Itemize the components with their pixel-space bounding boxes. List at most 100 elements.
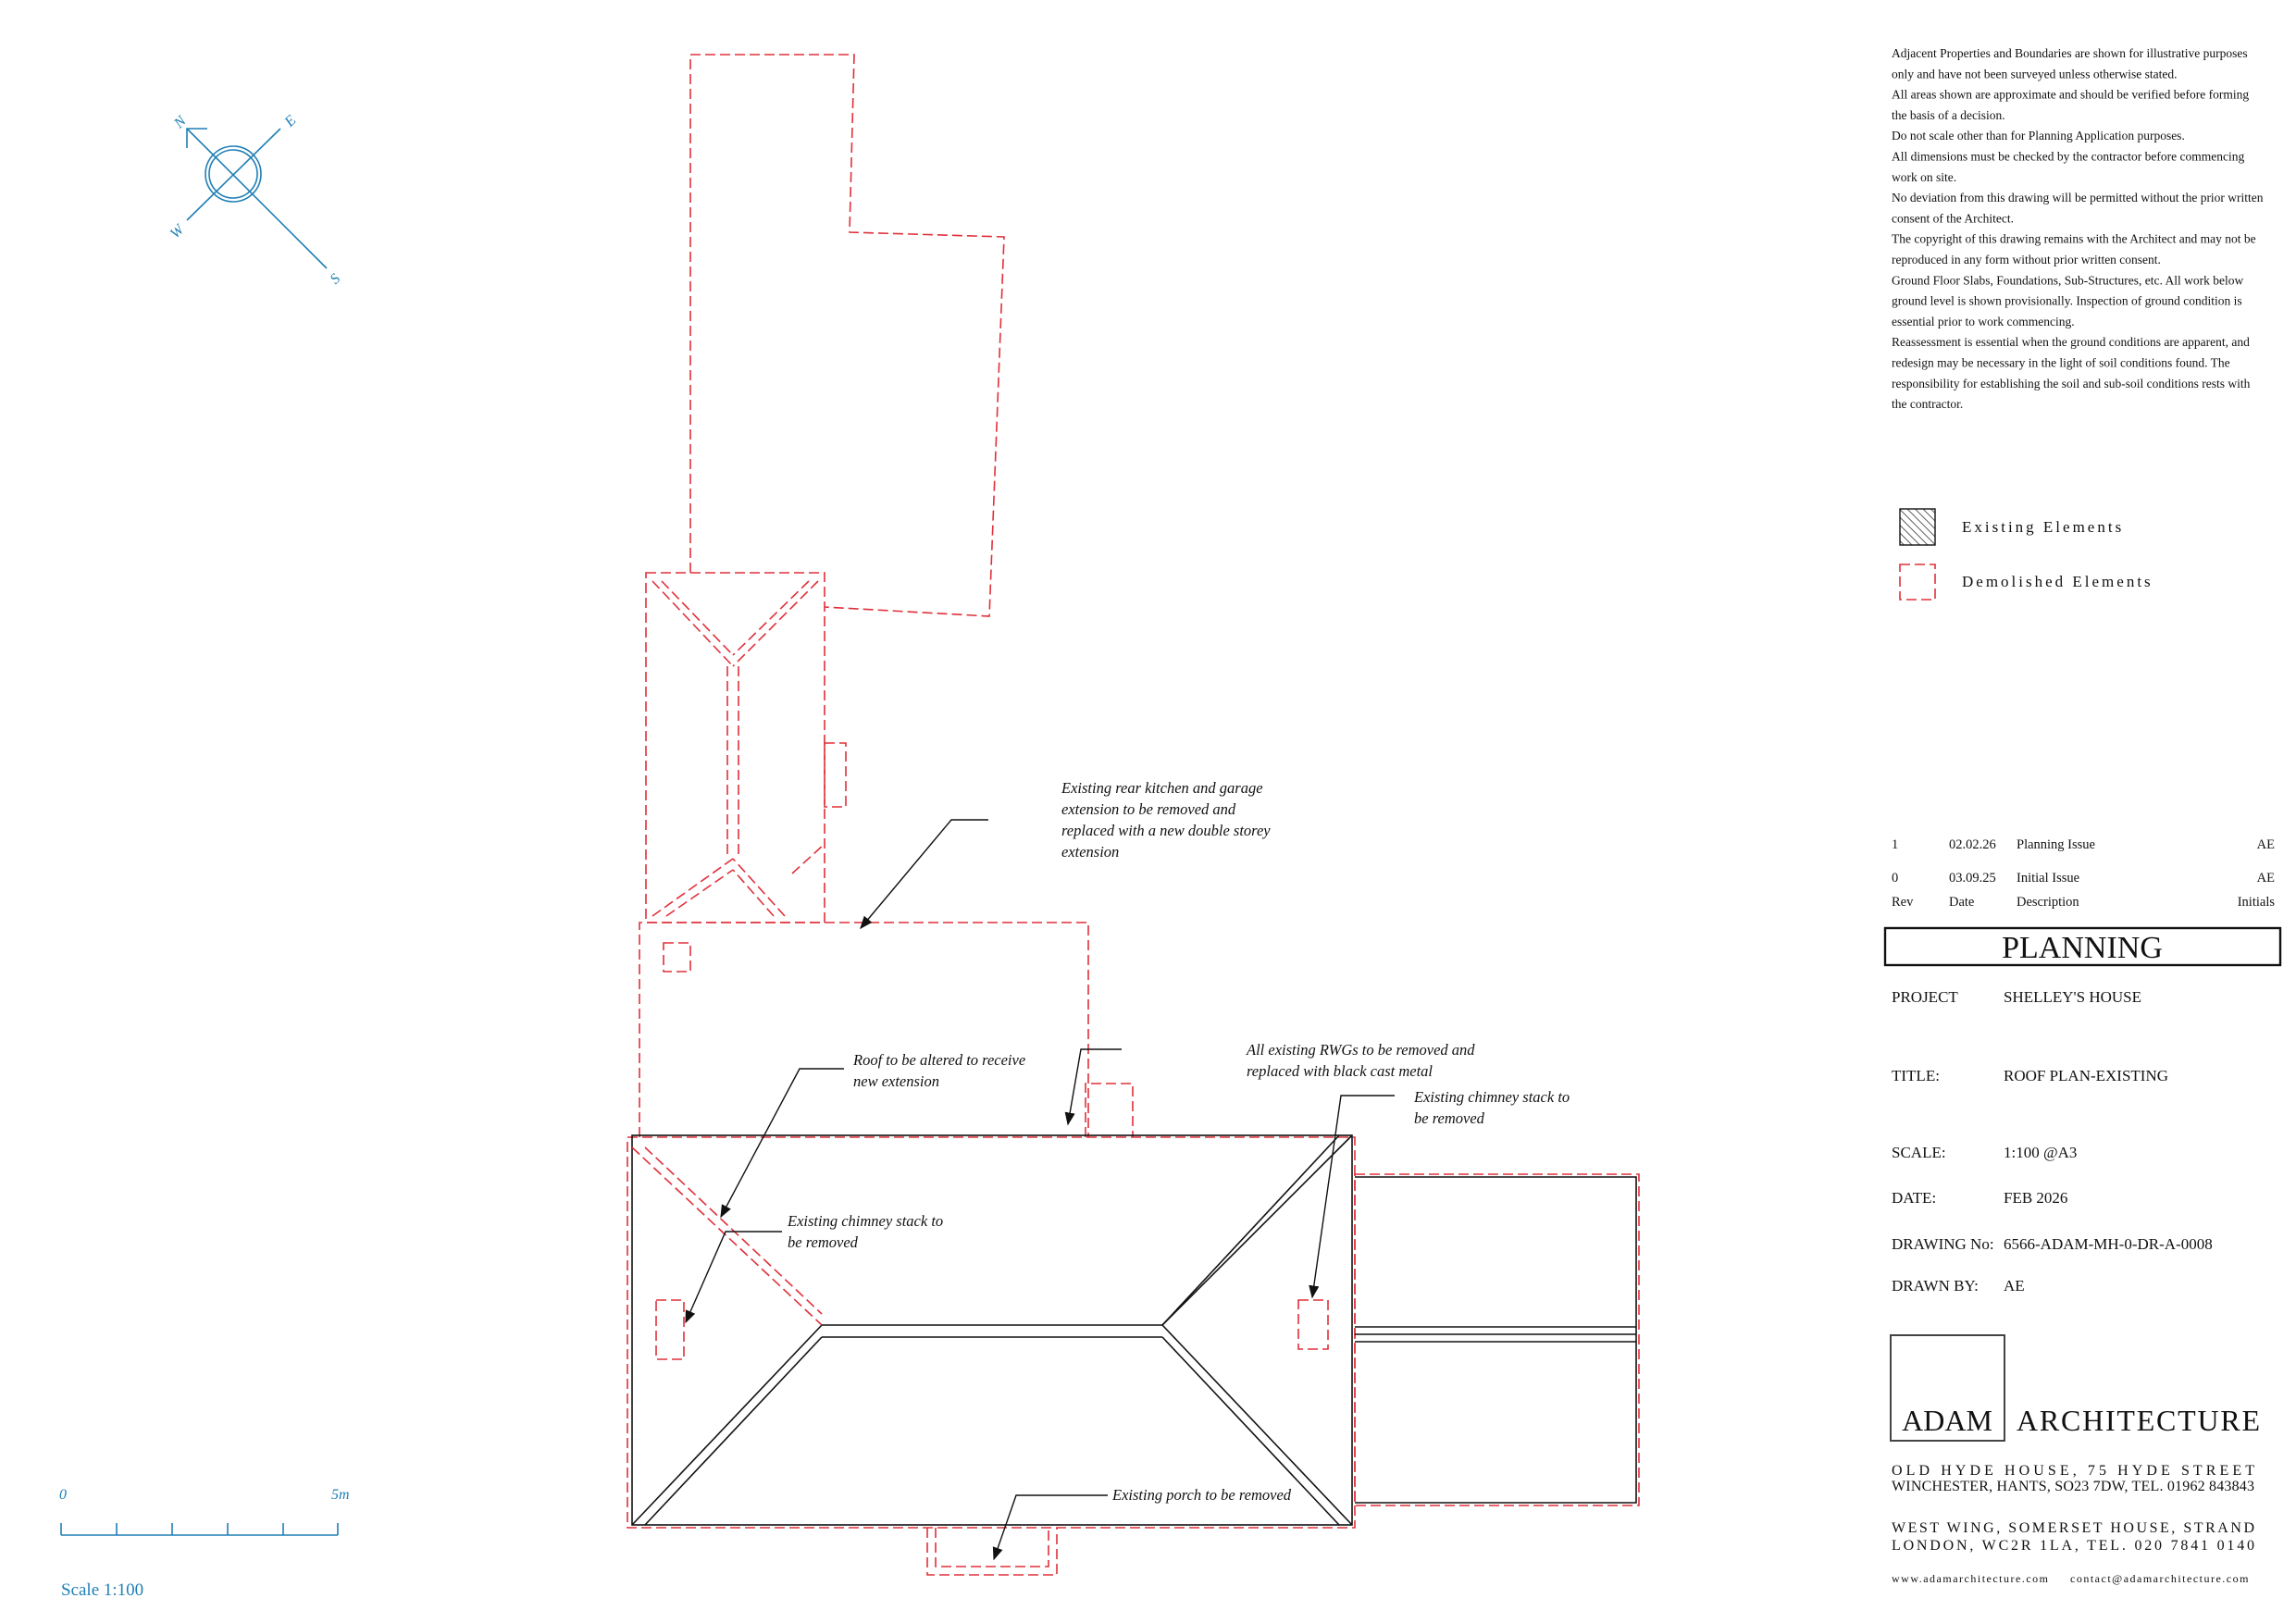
svg-text:Existing porch to be removed: Existing porch to be removed: [1111, 1486, 1292, 1504]
svg-text:All existing RWGs to be remove: All existing RWGs to be removed and: [1246, 1041, 1475, 1059]
compass-s: S: [328, 271, 344, 288]
svg-text:PROJECT: PROJECT: [1892, 988, 1958, 1006]
svg-text:Rev: Rev: [1892, 895, 1914, 910]
svg-text:ARCHITECTURE: ARCHITECTURE: [2017, 1404, 2260, 1437]
svg-text:Roof to be altered to receive: Roof to be altered to receive: [852, 1051, 1025, 1069]
svg-text:be removed: be removed: [1414, 1109, 1485, 1127]
demolished-hip-lines: [652, 580, 825, 917]
note-line: work on site.: [1892, 170, 1956, 184]
revision-row: 0 03.09.25 Initial Issue AE: [1892, 871, 2275, 886]
note-line: essential prior to work commencing.: [1892, 315, 2075, 328]
demolished-hipped-wing: [645, 572, 825, 923]
demolished-porch: [926, 1528, 1058, 1576]
svg-text:Description: Description: [2017, 895, 2079, 910]
svg-text:SCALE:: SCALE:: [1892, 1144, 1946, 1161]
annotation-rwgs: All existing RWGs to be removed and repl…: [1064, 1041, 1475, 1126]
note-line: redesign may be necessary in the light o…: [1892, 356, 2230, 370]
svg-text:AE: AE: [2257, 837, 2275, 852]
project-name: SHELLEY'S HOUSE: [2004, 988, 2141, 1006]
note-line: Do not scale other than for Planning App…: [1892, 129, 2185, 142]
note-line: Ground Floor Slabs, Foundations, Sub-Str…: [1892, 273, 2243, 287]
svg-text:extension to be removed and: extension to be removed and: [1061, 800, 1236, 818]
svg-text:LONDON, WC2R 1LA, TEL. 020 784: LONDON, WC2R 1LA, TEL. 020 7841 0140: [1892, 1538, 2257, 1554]
svg-text:Initials: Initials: [2238, 895, 2276, 910]
legend-demolished: Demolished Elements: [1962, 573, 2153, 590]
svg-text:replaced with a new double sto: replaced with a new double storey: [1061, 822, 1271, 839]
note-line: only and have not been surveyed unless o…: [1892, 67, 2178, 81]
status-label: PLANNING: [2002, 931, 2163, 965]
svg-text:DRAWN BY:: DRAWN BY:: [1892, 1277, 1979, 1295]
note-line: All areas shown are approximate and shou…: [1892, 88, 2249, 102]
drawing-title: ROOF PLAN-EXISTING: [2004, 1067, 2168, 1084]
company-logo: ADAM ARCHITECTURE: [1890, 1334, 2260, 1442]
annotation-chimney-right: Existing chimney stack to be removed: [1309, 1088, 1570, 1299]
annotation-porch: Existing porch to be removed: [992, 1486, 1292, 1561]
north-arrow-compass-icon: N E W S: [168, 113, 343, 288]
roof-plan: [627, 54, 1640, 1576]
note-line: responsibility for establishing the soil…: [1892, 377, 2251, 390]
drawing-scale: 1:100 @A3: [2004, 1144, 2077, 1161]
scale-label: Scale 1:100: [61, 1580, 143, 1600]
svg-text:Initial Issue: Initial Issue: [2017, 871, 2079, 886]
note-line: Adjacent Properties and Boundaries are s…: [1892, 46, 2248, 60]
chimney-left: [655, 1299, 685, 1360]
email-link[interactable]: contact@adamarchitecture.com: [2070, 1572, 2250, 1585]
hatch-swatch-icon: [1899, 508, 1936, 546]
title-block: PROJECT SHELLEY'S HOUSE TITLE: ROOF PLAN…: [1892, 988, 2213, 1295]
website-link[interactable]: www.adamarchitecture.com: [1892, 1572, 2050, 1585]
svg-text:ADAM: ADAM: [1902, 1404, 1992, 1437]
svg-text:Date: Date: [1949, 895, 1974, 910]
legend-existing: Existing Elements: [1962, 518, 2124, 536]
svg-text:new extension: new extension: [853, 1072, 939, 1090]
chimney-right: [1297, 1299, 1329, 1350]
scale-end: 5m: [331, 1487, 350, 1503]
svg-text:03.09.25: 03.09.25: [1949, 871, 1996, 886]
note-line: reproduced in any form without prior wri…: [1892, 253, 2161, 266]
svg-text:WINCHESTER, HANTS, SO23 7DW, T: WINCHESTER, HANTS, SO23 7DW, TEL. 01962 …: [1892, 1479, 2257, 1494]
svg-text:be removed: be removed: [788, 1233, 859, 1251]
svg-text:Planning Issue: Planning Issue: [2017, 837, 2095, 852]
demolished-rear-extension: [639, 922, 1089, 1137]
svg-text:DRAWING No:: DRAWING No:: [1892, 1235, 1994, 1253]
annotation-chimney-left: Existing chimney stack to be removed: [685, 1212, 943, 1324]
revision-header: Rev Date Description Initials: [1892, 895, 2275, 910]
scale-start: 0: [59, 1487, 67, 1503]
note-line: ground level is shown provisionally. Ins…: [1892, 294, 2242, 308]
svg-text:OLD HYDE HOUSE, 75 HYDE STREET: OLD HYDE HOUSE, 75 HYDE STREET: [1892, 1463, 2257, 1479]
svg-text:Existing rear kitchen and gara: Existing rear kitchen and garage: [1061, 779, 1263, 797]
note-line: the contractor.: [1892, 397, 1963, 411]
drawing-number: 6566-ADAM-MH-0-DR-A-0008: [2004, 1235, 2213, 1253]
revision-table: 1 02.02.26 Planning Issue AE 0 03.09.25 …: [1892, 837, 2275, 910]
svg-text:TITLE:: TITLE:: [1892, 1067, 1940, 1084]
note-line: No deviation from this drawing will be p…: [1892, 191, 2264, 204]
revision-row: 1 02.02.26 Planning Issue AE: [1892, 837, 2275, 852]
demolished-boundary: [689, 54, 1005, 617]
compass-w: W: [168, 221, 189, 242]
drawn-by: AE: [2004, 1277, 2025, 1295]
annotation-rear-extension: Existing rear kitchen and garage extensi…: [860, 779, 1271, 930]
svg-text:extension: extension: [1061, 843, 1119, 861]
svg-text:Existing chimney stack to: Existing chimney stack to: [1413, 1088, 1570, 1106]
scale-bar: 0 5m Scale 1:100: [59, 1487, 350, 1600]
existing-side-extension: [1355, 1176, 1637, 1504]
existing-hips-ridge: [631, 1134, 1353, 1526]
svg-text:Existing chimney stack to: Existing chimney stack to: [787, 1212, 943, 1230]
note-line: The copyright of this drawing remains wi…: [1892, 232, 2256, 246]
existing-main-roof: [631, 1134, 1353, 1526]
general-notes: Adjacent Properties and Boundaries are s…: [1892, 46, 2264, 411]
compass-e: E: [281, 113, 300, 131]
note-line: consent of the Architect.: [1892, 211, 2014, 225]
status-box: [1883, 926, 2282, 967]
svg-text:02.02.26: 02.02.26: [1949, 837, 1996, 852]
svg-text:1: 1: [1892, 837, 1898, 852]
note-line: Reassessment is essential when the groun…: [1892, 335, 2250, 349]
annotation-roof-altered: Roof to be altered to receive new extens…: [720, 1051, 1025, 1219]
svg-text:DATE:: DATE:: [1892, 1189, 1936, 1207]
note-line: All dimensions must be checked by the co…: [1892, 150, 2245, 164]
svg-text:replaced with black cast metal: replaced with black cast metal: [1247, 1062, 1433, 1080]
drawing-date: FEB 2026: [2004, 1189, 2067, 1207]
svg-text:0: 0: [1892, 871, 1898, 886]
svg-text:WEST WING, SOMERSET HOUSE, STR: WEST WING, SOMERSET HOUSE, STRAND: [1892, 1520, 2257, 1536]
legend: Existing Elements Demolished Elements: [1899, 508, 2153, 601]
